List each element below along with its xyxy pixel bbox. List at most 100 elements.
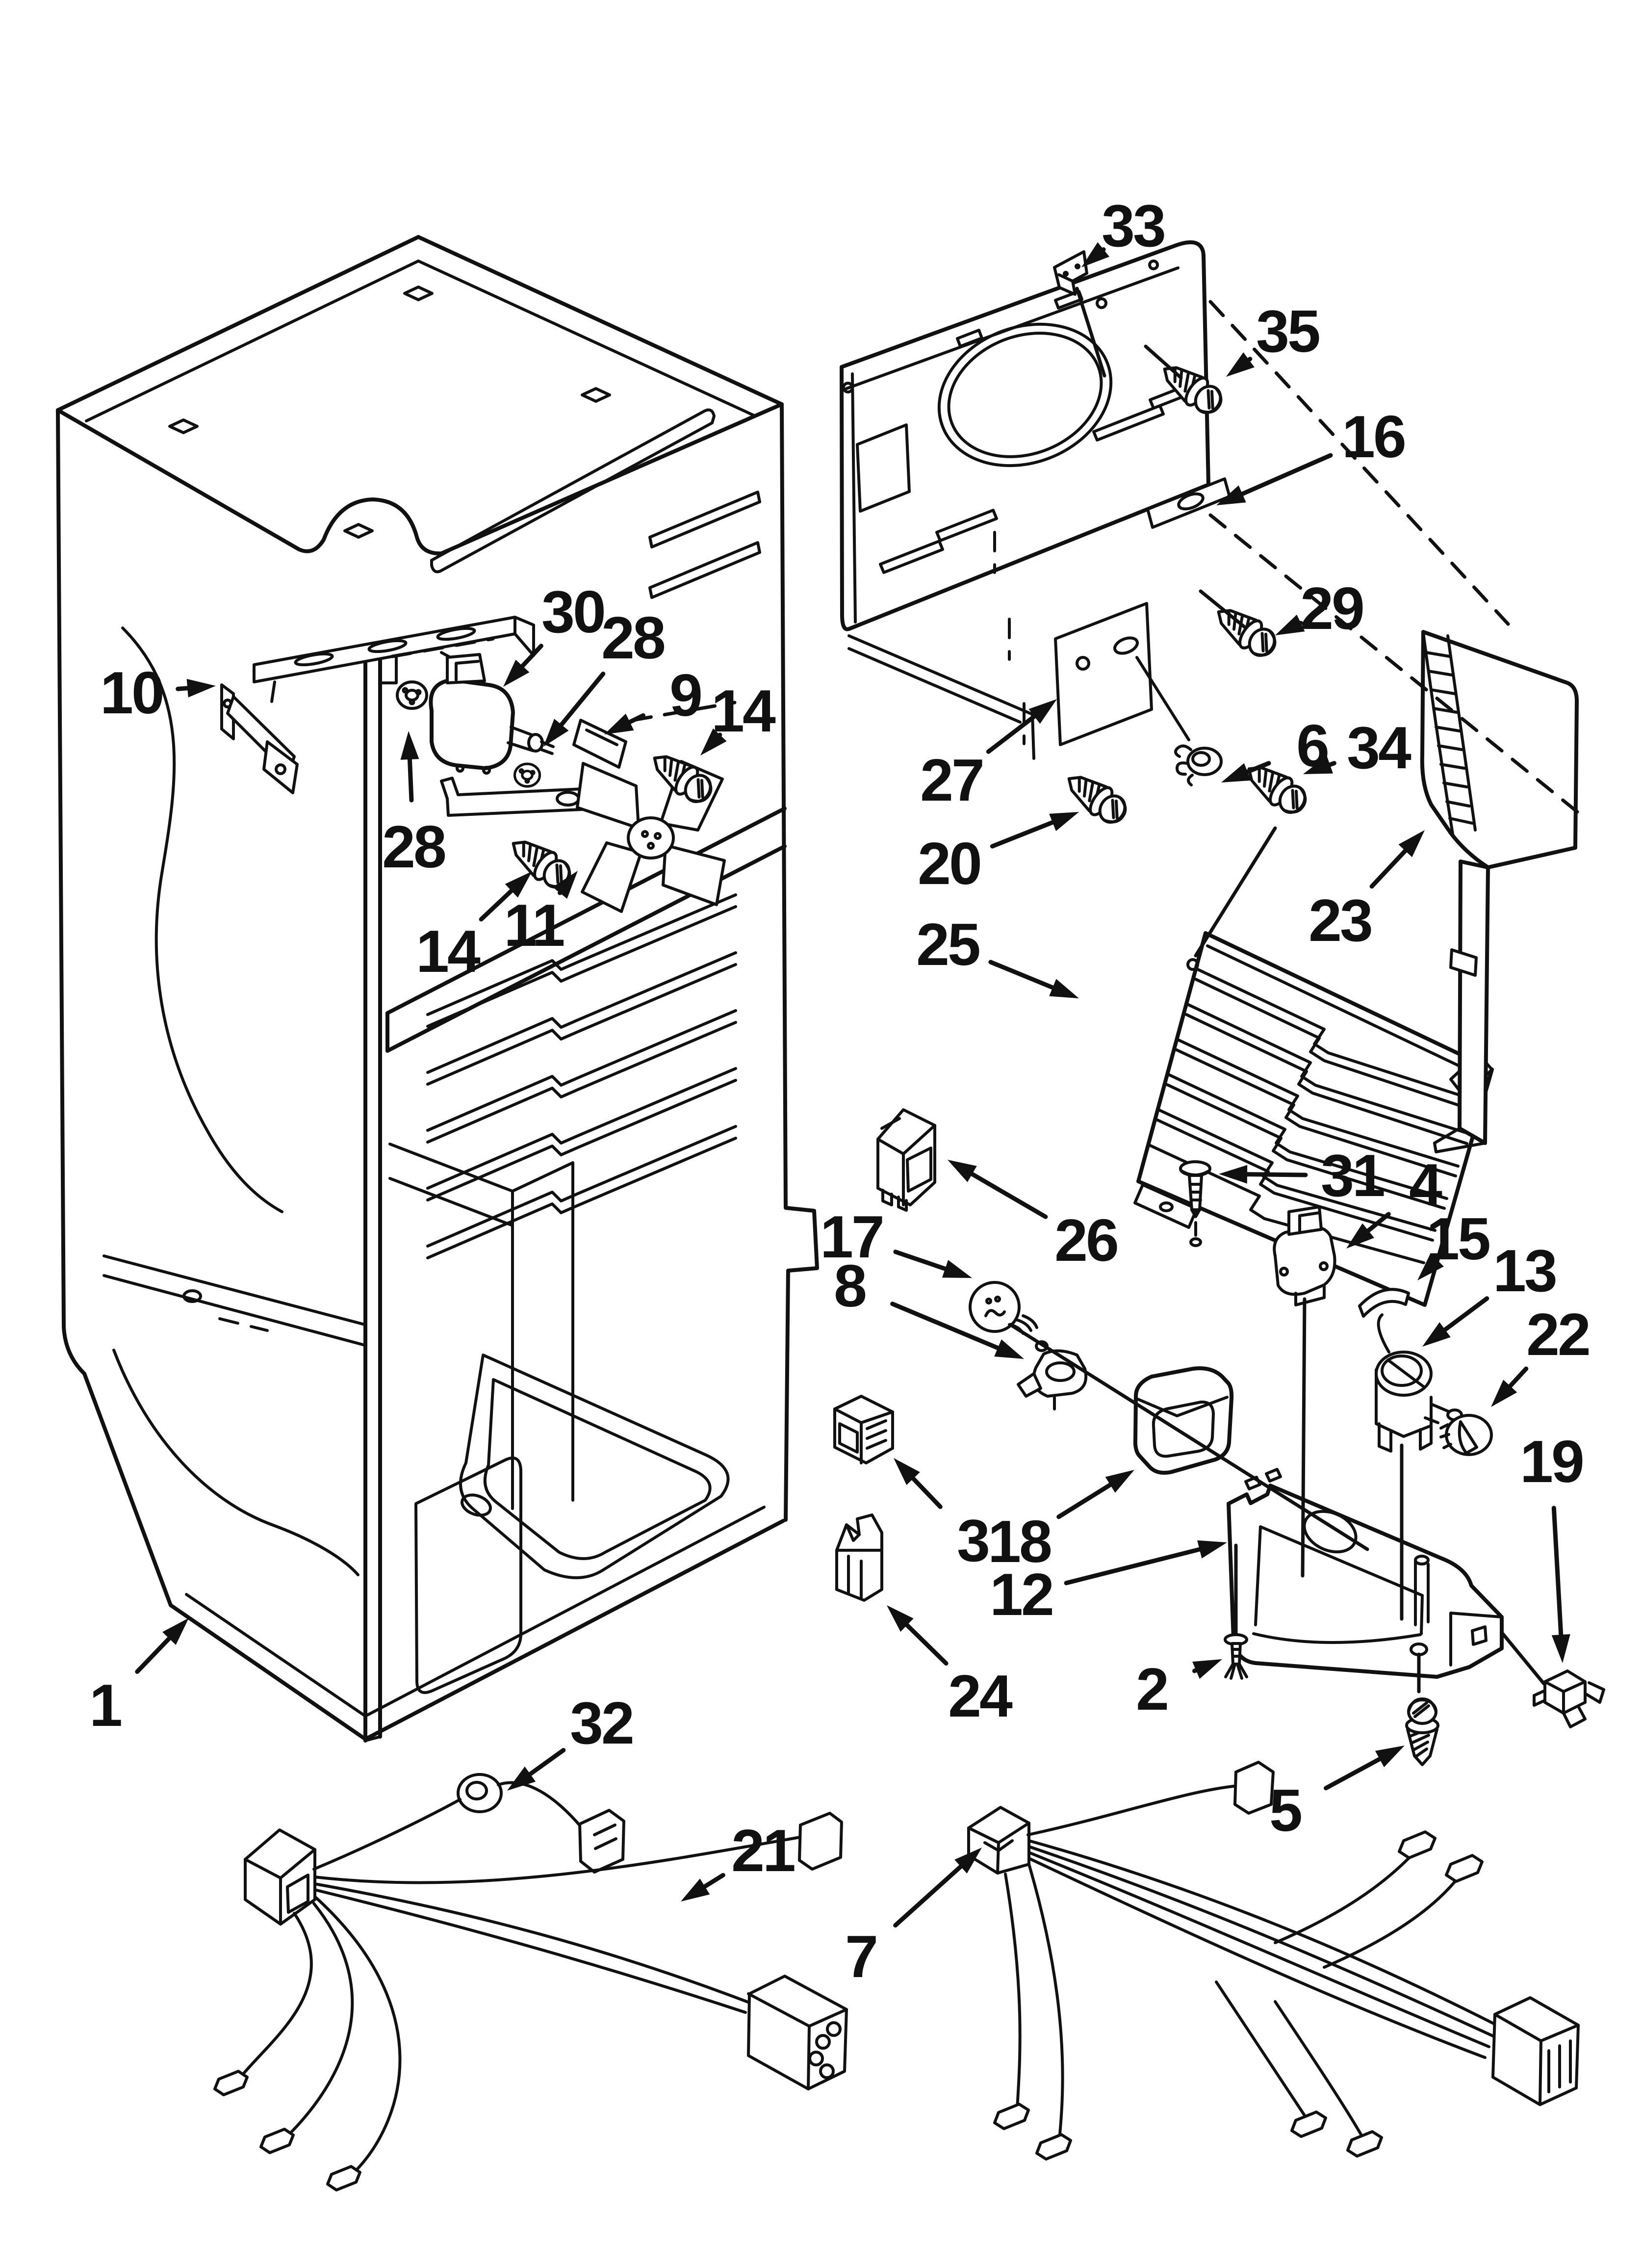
callout-arrowhead bbox=[1303, 756, 1334, 774]
callout-28-15: 28 bbox=[382, 731, 447, 880]
callout-10-10: 10 bbox=[100, 659, 216, 726]
callout-20-6: 20 bbox=[918, 812, 1079, 897]
callout-arrow-line bbox=[1240, 453, 1333, 496]
callout-arrow-line bbox=[407, 757, 414, 803]
part-number-label: 8 bbox=[834, 1252, 866, 1319]
control-knob-22 bbox=[1425, 1415, 1491, 1455]
callout-21-34: 21 bbox=[681, 1817, 796, 1902]
motor-grommet-28a bbox=[397, 682, 427, 708]
screw-5 bbox=[1407, 1699, 1438, 1765]
part-number-label: 31 bbox=[1321, 1142, 1384, 1209]
part-number-label: 34 bbox=[1347, 714, 1411, 781]
part-number-label: 15 bbox=[1426, 1205, 1489, 1272]
alignment-dashed-line bbox=[1208, 513, 1584, 817]
part-number-label: 24 bbox=[948, 1663, 1013, 1729]
callout-14-16: 14 bbox=[416, 871, 532, 985]
callout-arrowhead bbox=[700, 728, 727, 756]
callout-arrow-line bbox=[520, 644, 543, 668]
callout-arrowhead bbox=[1219, 1165, 1248, 1184]
callout-arrow-line bbox=[1245, 761, 1271, 774]
callout-14-14: 14 bbox=[700, 678, 778, 756]
callout-arrowhead bbox=[505, 871, 532, 898]
callout-arrow-line bbox=[970, 1172, 1048, 1219]
callout-arrow-line bbox=[1508, 1366, 1529, 1388]
part-number-label: 25 bbox=[916, 911, 979, 978]
part-number-label: 9 bbox=[669, 662, 701, 729]
deflector-clip-26 bbox=[878, 1110, 935, 1210]
part-number-label: 14 bbox=[711, 678, 776, 744]
callout-arrow-line bbox=[990, 820, 1055, 849]
evaporator-cover-panel-16 bbox=[842, 242, 1230, 758]
callout-arrowhead bbox=[1226, 352, 1255, 377]
callout-arrow-line bbox=[1366, 1212, 1391, 1233]
part-number-label: 33 bbox=[1102, 192, 1164, 259]
part-number-label: 13 bbox=[1493, 1237, 1556, 1304]
callout-arrowhead bbox=[1216, 485, 1246, 505]
callout-1-32: 1 bbox=[89, 1618, 189, 1739]
tube-clip-15 bbox=[1360, 1289, 1409, 1316]
callout-arrow-line bbox=[1056, 1483, 1113, 1519]
callout-arrowhead bbox=[1417, 1253, 1444, 1280]
callout-23-9: 23 bbox=[1308, 830, 1425, 954]
leader-line bbox=[1199, 589, 1248, 630]
callout-arrow-line bbox=[627, 713, 646, 725]
support-bracket-10 bbox=[222, 685, 297, 793]
callout-arrow-line bbox=[988, 960, 1055, 990]
callout-12-29: 12 bbox=[990, 1540, 1227, 1628]
callout-22-23: 22 bbox=[1491, 1301, 1591, 1407]
callout-arrow-line bbox=[904, 1623, 949, 1666]
callout-arrowhead bbox=[942, 1260, 972, 1278]
part-number-label: 14 bbox=[416, 918, 481, 985]
leader-lines-layer bbox=[390, 287, 1584, 1694]
liner-cabinet bbox=[58, 237, 817, 1741]
part-number-label: 22 bbox=[1526, 1301, 1589, 1368]
callout-28-12: 28 bbox=[543, 604, 667, 747]
callout-arrowhead bbox=[1081, 242, 1110, 267]
part-number-label: 19 bbox=[1520, 1428, 1583, 1495]
callout-19-24: 19 bbox=[1520, 1428, 1585, 1663]
callout-arrowhead bbox=[1105, 1470, 1134, 1493]
callout-arrowhead bbox=[887, 1605, 914, 1632]
part-number-label: 10 bbox=[100, 659, 163, 726]
callout-16-2: 16 bbox=[1216, 403, 1407, 505]
callout-arrowhead bbox=[186, 678, 216, 698]
alignment-dashed-line bbox=[1208, 300, 1510, 626]
callout-33-0: 33 bbox=[1081, 192, 1166, 267]
callout-arrowhead bbox=[1192, 1659, 1222, 1679]
leader-line bbox=[1075, 287, 1106, 378]
part-number-label: 28 bbox=[382, 813, 445, 880]
callout-arrowhead bbox=[681, 1878, 710, 1902]
callout-8-26: 8 bbox=[834, 1252, 1024, 1359]
callout-arrowhead bbox=[948, 1160, 977, 1182]
callout-arrow-line bbox=[1551, 1506, 1564, 1637]
bulb-socket-8 bbox=[1018, 1351, 1086, 1409]
callout-arrow-line bbox=[1247, 357, 1253, 362]
callout-arrowhead bbox=[1049, 979, 1079, 998]
callout-arrow-line bbox=[135, 1636, 172, 1674]
callout-15-21: 15 bbox=[1417, 1205, 1491, 1280]
part-number-label: 17 bbox=[820, 1203, 883, 1270]
retainer-clip-3 bbox=[835, 1396, 893, 1463]
callout-arrowhead bbox=[543, 719, 569, 747]
part-number-label: 23 bbox=[1308, 887, 1371, 954]
callout-arrow-line bbox=[1369, 848, 1408, 889]
callout-arrowhead bbox=[552, 871, 578, 899]
part-number-label: 5 bbox=[1269, 1777, 1301, 1844]
callout-2-31: 2 bbox=[1136, 1656, 1222, 1722]
alignment-dashed-line bbox=[390, 637, 495, 658]
part-number-label: 35 bbox=[1256, 298, 1319, 365]
callout-arrowhead bbox=[1398, 830, 1425, 858]
alignment-dashed-line bbox=[631, 701, 737, 722]
callout-arrowhead bbox=[162, 1618, 189, 1645]
part-number-label: 3 bbox=[957, 1507, 988, 1574]
callout-arrow-line bbox=[528, 1747, 566, 1776]
part-number-label: 1 bbox=[89, 1672, 121, 1739]
callout-arrow-line bbox=[559, 671, 606, 727]
callout-arrowhead bbox=[1028, 699, 1057, 724]
callout-arrowhead bbox=[894, 1458, 920, 1486]
callout-arrowhead bbox=[1197, 1540, 1227, 1559]
screw-20 bbox=[1060, 766, 1131, 829]
part-number-label: 18 bbox=[988, 1508, 1051, 1575]
callout-arrow-line bbox=[1064, 1547, 1202, 1586]
